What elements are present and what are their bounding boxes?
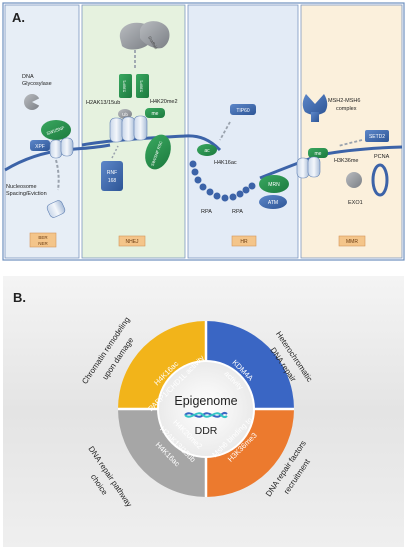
exo1-protein xyxy=(346,172,362,188)
center-title: Epigenome xyxy=(174,394,237,408)
setd2-protein xyxy=(365,130,389,142)
dna-strand-nhej xyxy=(81,134,222,152)
pcna-label: PCNA xyxy=(374,154,390,160)
center-circle xyxy=(157,360,255,458)
rnf168-label-line1: RNF xyxy=(107,170,117,176)
rnf168-protein xyxy=(101,161,123,191)
ub-badge xyxy=(118,109,132,119)
53bp1-left-label: 53BP1 xyxy=(122,79,127,92)
section-hr xyxy=(187,4,299,259)
msh2-msh6-complex-icon xyxy=(302,94,328,122)
tip60-protein xyxy=(230,104,256,115)
atm-protein xyxy=(259,195,287,209)
quadrant-bottom-left xyxy=(118,409,206,497)
h4k16ac-label: H4K16ac xyxy=(214,160,237,166)
swi-snf-rsc-protein xyxy=(145,134,171,170)
53bp1-right xyxy=(136,74,149,98)
h3k36me-label: H3K36me xyxy=(334,158,358,164)
panel-a-label: A. xyxy=(12,10,25,25)
dna-glycosylase-icon xyxy=(24,94,42,110)
tag-mmr: MMR xyxy=(346,239,358,245)
panel-a: A. BER NER NHEJ HR MMR DNA Glycosylase S… xyxy=(2,2,405,261)
xpf-label: XPF xyxy=(35,144,45,150)
nucleosome-nhej-2 xyxy=(121,116,136,142)
xpf-protein xyxy=(30,140,50,151)
ac-label: ac xyxy=(204,148,210,154)
quadrant-top-right xyxy=(206,321,294,409)
tip60-arrow xyxy=(219,121,231,141)
swi-snf-protein xyxy=(41,120,71,140)
eviction-arrow xyxy=(55,159,60,191)
center-subtitle: DDR xyxy=(195,425,218,437)
ku-label: Scaffold xyxy=(147,35,159,50)
nucleosome-spacing-line2: Spacing/Eviction xyxy=(6,191,47,197)
atm-label: ATM xyxy=(268,200,278,206)
panel-b-label: B. xyxy=(13,290,26,305)
msh-label-line2: complex xyxy=(336,106,357,112)
53bp1-left xyxy=(119,74,132,98)
exo1-label: EXO1 xyxy=(348,200,363,206)
ac-badge xyxy=(197,144,217,156)
tag-ber-ner-box xyxy=(29,232,57,248)
nucleosome-ber-2 xyxy=(60,137,74,157)
panel-b: B. Epigenome DDR H4K16ac PARP1/CHD1L act… xyxy=(3,276,404,547)
tip60-label: TIP60 xyxy=(236,108,250,114)
me-badge-mmr xyxy=(308,148,328,158)
mrn-label: MRN xyxy=(268,182,280,188)
ku-complex-icon xyxy=(119,21,170,50)
setd2-label: SETD2 xyxy=(369,134,385,140)
nucleosome-ber-1 xyxy=(49,139,63,159)
tag-nhej: NHEJ xyxy=(125,239,139,245)
ub-label: Ub xyxy=(122,112,128,117)
me-label-nhej: me xyxy=(152,111,159,117)
53bp1-right-label: 53BP1 xyxy=(139,79,144,92)
tag-mmr-box xyxy=(338,235,366,247)
tag-hr-box xyxy=(231,235,257,247)
dna-helix-icon xyxy=(184,412,228,418)
quadrant-top-left xyxy=(118,321,206,409)
tag-hr: HR xyxy=(240,239,248,245)
h2ak13-label: H2AK13/15ub xyxy=(86,100,120,106)
mrn-protein xyxy=(259,175,289,193)
nucleosome-nhej-1 xyxy=(109,117,124,143)
rpa-beads xyxy=(189,160,256,202)
dna-glycosylase-label-line2: Glycosylase xyxy=(22,81,52,87)
rpa-label-1: RPA xyxy=(201,209,212,215)
tag-ber-ner-line2: NER xyxy=(38,241,48,246)
quadrant-bottom-right xyxy=(206,409,294,497)
nucleosome-spacing-line1: Nucleosome xyxy=(6,184,37,190)
me-badge-nhej xyxy=(145,108,165,118)
tag-ber-ner-line1: BER xyxy=(38,235,48,240)
h4k20me2-label: H4K20me2 xyxy=(150,99,178,105)
evicted-nucleosome xyxy=(46,200,66,218)
nucleosome-mmr-2 xyxy=(307,156,321,178)
swi-snf-label: SWI/SNF xyxy=(46,125,66,136)
tag-nhej-box xyxy=(118,235,146,247)
nucleosome-mmr-1 xyxy=(296,157,310,179)
me-label-mmr: me xyxy=(315,151,322,157)
dna-glycosylase-label-line1: DNA xyxy=(22,74,34,80)
pcna-ring-icon xyxy=(371,163,389,197)
nucleosome-nhej-3 xyxy=(133,115,148,141)
msh-label-line1: MSH2-MSH6 xyxy=(328,98,360,104)
setd2-arrow xyxy=(337,139,363,147)
rnf168-label-line2: 168 xyxy=(108,178,117,184)
rpa-label-2: RPA xyxy=(232,209,243,215)
